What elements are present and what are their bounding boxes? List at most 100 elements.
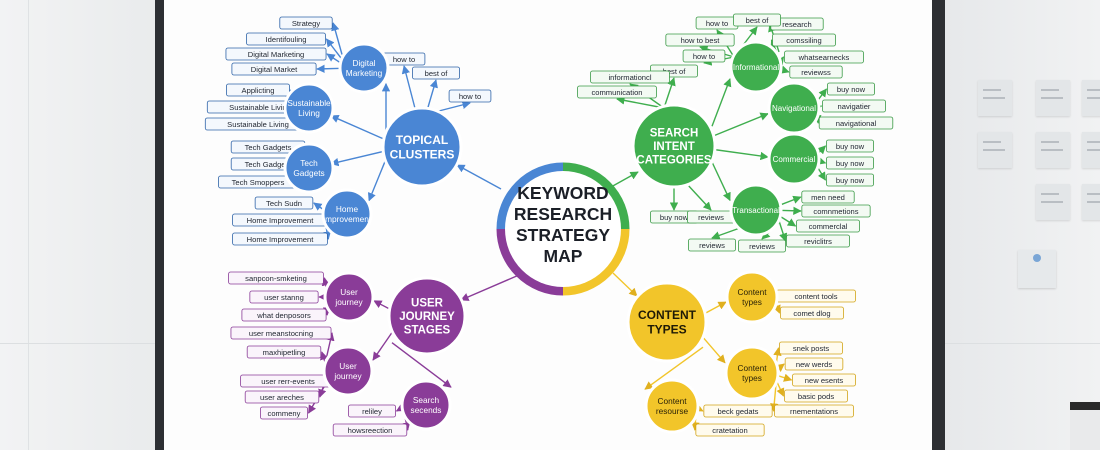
keyword-box: men need <box>801 190 855 204</box>
keyword-box-frame <box>230 326 332 340</box>
keyword-box-frame <box>260 406 308 420</box>
wall-seam <box>0 343 160 344</box>
keyword-box-frame <box>784 50 864 64</box>
sub-node-topical-label: Home <box>336 204 359 214</box>
keyword-box-frame <box>733 13 781 27</box>
keyword-box: reviclitrs <box>786 234 850 248</box>
keyword-box-frame <box>231 62 317 76</box>
keyword-box: user meanstocning <box>230 326 332 340</box>
keyword-box: user stanng <box>249 290 319 304</box>
connector-line <box>391 342 452 388</box>
keyword-box: comssiling <box>772 33 836 47</box>
keyword-box: reviews <box>687 210 735 224</box>
connector-line <box>770 384 779 412</box>
sub-node-intent-circle <box>767 132 821 186</box>
sub-node-topical-label: Living <box>298 108 320 118</box>
sub-node-content-label: Content <box>737 287 767 297</box>
sticky-note <box>1082 184 1100 220</box>
keyword-box: how to <box>382 52 426 66</box>
content-types-hub-label: TYPES <box>647 322 686 336</box>
keyword-box-text: navigatier <box>838 102 871 111</box>
keyword-box-frame <box>738 239 786 253</box>
keyword-box-frame <box>822 99 886 113</box>
keyword-box-text: new werds <box>796 360 832 369</box>
keyword-box: maxhipetling <box>246 345 322 359</box>
keyword-box-frame <box>801 190 855 204</box>
sub-node-journey-label: Search <box>413 395 440 405</box>
sticky-note <box>978 80 1012 116</box>
connector-line <box>426 79 438 112</box>
keyword-box: Digital Marketing <box>225 47 327 61</box>
keyword-box-frame <box>786 234 850 248</box>
sub-node-journey-circle <box>400 379 452 431</box>
connector-line <box>778 195 802 207</box>
desk-corner <box>1070 402 1100 450</box>
keyword-box-text: best of <box>425 69 449 78</box>
keyword-box-text: reviews <box>698 213 724 222</box>
keyword-box: reviewss <box>789 65 843 79</box>
keyword-box: cratetation <box>695 423 765 437</box>
keyword-box-text: commerclal <box>809 222 848 231</box>
keyword-box-text: snek posts <box>793 344 830 353</box>
keyword-box: comnmetions <box>801 204 871 218</box>
search-intent-hub-label: SEARCH <box>650 128 699 140</box>
keyword-box-frame <box>796 219 860 233</box>
keyword-box-text: buy now <box>836 142 865 151</box>
center-ring-segment <box>496 162 564 230</box>
keyword-box: buy now <box>826 139 874 153</box>
center-title: STRATEGY <box>516 225 610 245</box>
keyword-box-text: Applicting <box>242 86 275 95</box>
keyword-box-frame <box>789 65 843 79</box>
keyword-box: whatsearnecks <box>784 50 864 64</box>
user-journey-hub-label: USER <box>411 298 444 310</box>
keyword-box: reviews <box>738 239 786 253</box>
connector-line <box>711 78 732 127</box>
keyword-box: user rerr-events <box>240 374 336 388</box>
sticky-note <box>1082 132 1100 168</box>
keyword-box: how to <box>682 49 726 63</box>
keyword-box-frame <box>801 204 871 218</box>
keyword-box-text: howsreection <box>348 426 393 435</box>
keyword-box: Applicting <box>226 83 290 97</box>
keyword-box-text: Home Improvement <box>247 235 315 244</box>
connector-line <box>778 220 788 242</box>
keyword-box: Tech Sudn <box>254 196 314 210</box>
keyword-box-frame <box>784 357 844 371</box>
sticky-note <box>1082 80 1100 116</box>
keyword-box: beck gedats <box>703 404 773 418</box>
keyword-box-frame <box>827 82 875 96</box>
keyword-box-frame <box>774 404 854 418</box>
keyword-box-text: best of <box>746 16 770 25</box>
keyword-box: comet dlog <box>780 306 844 320</box>
center-node-circle <box>505 171 621 287</box>
search-intent-hub-circle <box>631 103 717 189</box>
sub-node-intent-label: Informational <box>733 63 779 72</box>
keyword-box-frame <box>448 89 492 103</box>
keyword-box: Home Improvement <box>232 213 328 227</box>
sub-node-content-label: types <box>742 297 762 307</box>
keyword-box-text: Sustainable Living <box>229 103 291 112</box>
keyword-box-frame <box>249 290 319 304</box>
keyword-box: reviews <box>688 238 736 252</box>
keyword-box-frame <box>254 196 314 210</box>
keyword-box-text: how to <box>393 55 415 64</box>
hub-connector <box>610 171 639 188</box>
keyword-box: Home Improvement <box>232 232 328 246</box>
sub-node-journey-circle <box>322 345 374 397</box>
keyword-box-text: rnementations <box>790 407 838 416</box>
keyword-box-frame <box>695 423 765 437</box>
keyword-box-text: Sustainable Living <box>227 120 289 129</box>
keyword-box: commerclal <box>796 219 860 233</box>
connector-line <box>325 38 343 60</box>
keyword-box-text: how to <box>706 19 728 28</box>
keyword-box-text: sanpcon-smketing <box>245 274 307 283</box>
sub-node-content-label: resourse <box>656 406 689 416</box>
keyword-box: navigational <box>818 116 894 130</box>
connector-line <box>644 346 704 390</box>
keyword-box-text: reviews <box>699 241 725 250</box>
